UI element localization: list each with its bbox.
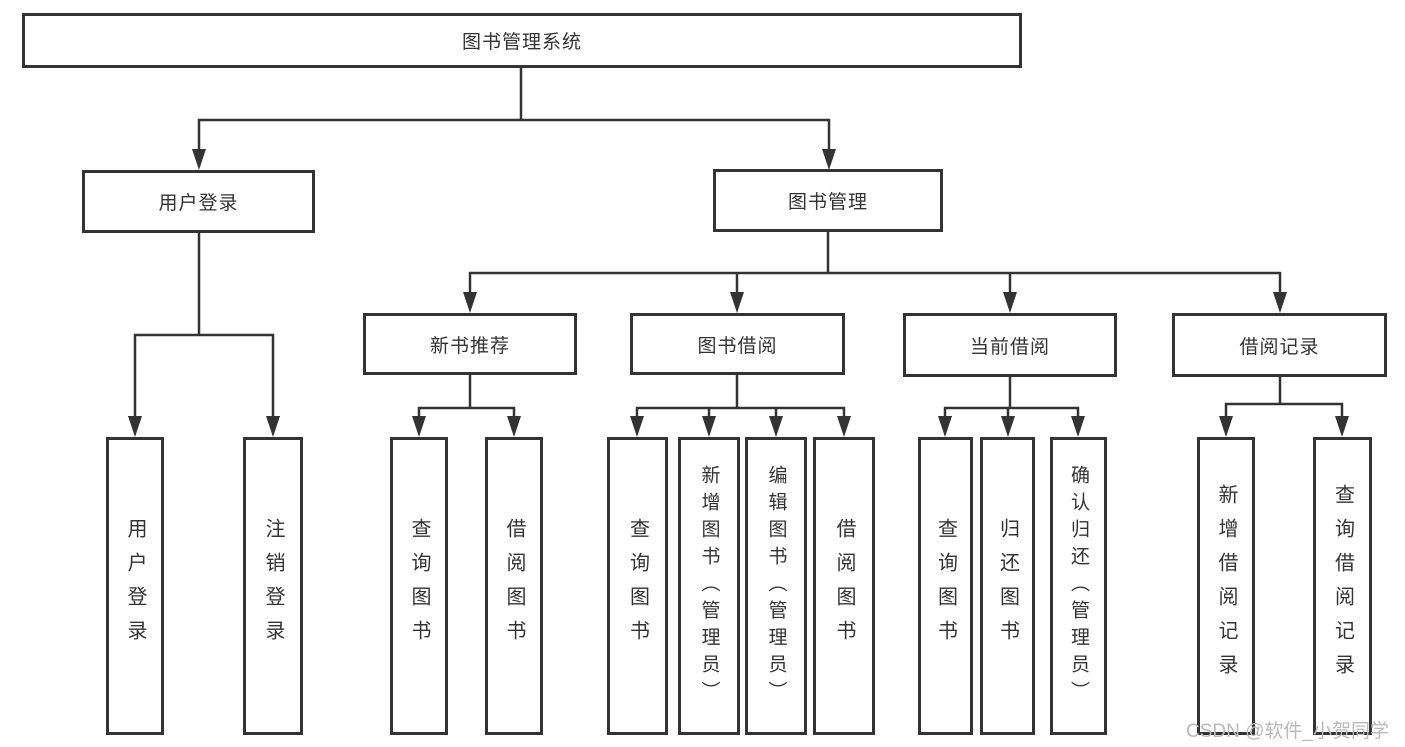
node-book-management: 图书管理 (713, 169, 943, 232)
node-return-book-label: 归还图书 (996, 518, 1019, 654)
node-query-book-borrowing-label: 查询图书 (626, 518, 649, 654)
node-current-borrowing-label: 当前借阅 (969, 336, 1050, 358)
node-query-book-recommend-label: 查询图书 (408, 518, 430, 654)
node-book-borrowing: 图书借阅 (630, 313, 845, 375)
node-borrowing-records-label: 借阅记录 (1239, 336, 1320, 358)
node-login-leaf-label: 用户登录 (124, 518, 146, 654)
node-confirm-return-admin-label: 确认归还（管理员） (1068, 464, 1089, 708)
node-logout-leaf: 注销登录 (243, 437, 303, 735)
node-edit-book-admin: 编辑图书（管理员） (745, 437, 807, 735)
node-user-login-label: 用户登录 (158, 193, 239, 214)
node-borrow-book-label: 借阅图书 (833, 518, 855, 654)
node-return-book: 归还图书 (980, 437, 1035, 735)
node-query-book-recommend: 查询图书 (390, 437, 448, 735)
node-current-borrowing: 当前借阅 (903, 313, 1117, 377)
node-book-management-label: 图书管理 (787, 192, 868, 213)
node-login-leaf: 用户登录 (106, 437, 164, 735)
node-query-book-current-label: 查询图书 (934, 518, 957, 654)
node-book-borrowing-label: 图书借阅 (697, 335, 778, 357)
node-add-borrow-record-label: 新增借阅记录 (1215, 484, 1237, 688)
node-user-login: 用户登录 (82, 170, 315, 233)
csdn-watermark: CSDN @软件_小贺同学 (1186, 721, 1389, 742)
node-logout-leaf-label: 注销登录 (262, 518, 284, 654)
node-add-book-admin: 新增图书（管理员） (678, 437, 740, 735)
node-query-borrow-record: 查询借阅记录 (1313, 437, 1372, 735)
node-borrow-book-recommend-label: 借阅图书 (503, 518, 525, 654)
node-new-book-recommend-label: 新书推荐 (429, 335, 510, 357)
node-add-borrow-record: 新增借阅记录 (1197, 437, 1255, 735)
node-new-book-recommend: 新书推荐 (363, 313, 577, 375)
node-root: 图书管理系统 (22, 13, 1022, 68)
node-query-book-borrowing: 查询图书 (607, 437, 668, 735)
node-add-book-admin-label: 新增图书（管理员） (698, 464, 720, 708)
node-query-book-current: 查询图书 (918, 437, 973, 735)
arrowheads (128, 149, 1349, 437)
node-borrow-book: 借阅图书 (813, 437, 875, 735)
node-borrow-book-recommend: 借阅图书 (485, 437, 543, 735)
node-borrowing-records: 借阅记录 (1172, 313, 1387, 377)
node-query-borrow-record-label: 查询借阅记录 (1331, 484, 1354, 688)
node-root-label: 图书管理系统 (461, 32, 582, 53)
node-confirm-return-admin: 确认归还（管理员） (1050, 437, 1107, 735)
node-edit-book-admin-label: 编辑图书（管理员） (765, 464, 787, 708)
